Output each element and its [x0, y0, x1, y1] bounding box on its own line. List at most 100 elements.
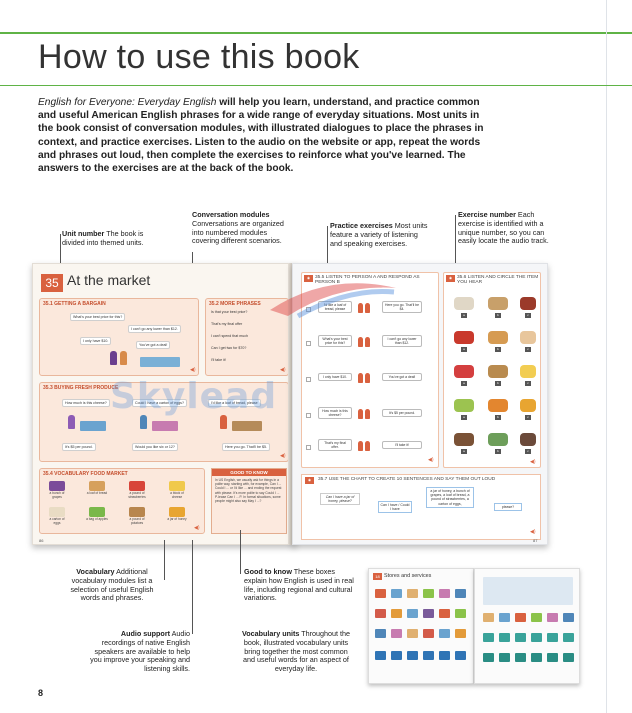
exercise-heading: 35.6 LISTEN AND CIRCLE THE ITEM YOU HEAR — [457, 275, 539, 286]
honey-icon — [169, 507, 185, 517]
person-figure — [365, 441, 370, 451]
person-figure — [365, 337, 370, 347]
potatoes-icon — [488, 365, 508, 378]
intro-book-title: English for Everyone: Everyday English — [38, 97, 217, 108]
prompt-bubble: How much is this cheese? — [318, 407, 352, 419]
person-figure — [358, 373, 363, 383]
speaker-icon: ◀) — [190, 367, 196, 373]
page-number-right: 87 — [533, 538, 538, 543]
watermark-swoosh-icon — [270, 283, 396, 318]
module-heading: 35.2 MORE PHRASES — [209, 301, 261, 307]
person-figure — [365, 303, 370, 313]
market-stall — [232, 421, 262, 431]
module-heading: 35.1 GETTING A BARGAIN — [43, 301, 106, 307]
phrase-line: I'll take it! — [211, 358, 226, 362]
speaker-icon: ◀) — [280, 367, 286, 373]
unit-number-badge: 35 — [41, 274, 63, 292]
callout-conversation-modules: Conversation modules Conversations are o… — [192, 210, 284, 246]
response-bubble: You've got a deal! — [382, 373, 422, 381]
phrase-line: That's my final offer — [211, 322, 243, 326]
response-bubble: I can't go any lower than $12. — [382, 335, 422, 347]
vocab-item: a jar of honey — [166, 507, 188, 522]
cake-slice-icon — [520, 331, 536, 344]
chart-end-phrase: please? — [494, 503, 522, 512]
mini-unit-badge: 18 — [373, 573, 382, 580]
store-icon — [531, 613, 542, 622]
loaf-icon — [488, 331, 508, 344]
option-tag: b — [495, 347, 501, 352]
person-figure — [110, 351, 117, 365]
module-vocabulary-food-market: 35.4 VOCABULARY FOOD MARKET a bunch of g… — [39, 468, 205, 534]
store-icon — [391, 629, 402, 638]
leader-audio — [192, 540, 193, 634]
eggs-icon — [49, 507, 65, 517]
service-icon — [439, 651, 450, 660]
option-tag: b — [495, 313, 501, 318]
leader-vocabulary — [164, 540, 165, 580]
option-tag: a — [461, 347, 467, 352]
option-tag: c — [525, 415, 531, 420]
person-figure — [365, 373, 370, 383]
speech-bubble: I can't go any lower than $12. — [128, 325, 181, 334]
callout-practice-exercises: Practice exercises Most units feature a … — [330, 221, 428, 248]
speech-bubble: Could I have a carton of eggs? — [132, 399, 187, 408]
speech-bubble: Would you like six or 12? — [132, 443, 178, 452]
store-icon — [455, 609, 466, 618]
store-icon — [455, 589, 466, 598]
answer-checkbox — [306, 341, 311, 346]
speech-bubble: Here you go. That'll be $5. — [222, 443, 270, 452]
grapes-icon — [49, 481, 65, 491]
callout-vocabulary-units: Vocabulary units Throughout the book, il… — [241, 629, 350, 674]
vocab-item: a carton of eggs — [46, 507, 68, 526]
phrase-line: I can't spend that much — [211, 334, 249, 338]
speech-bubble: What's your best price for this? — [70, 313, 126, 322]
option-tag: c — [525, 313, 531, 318]
exercise-sentence-chart: ◉ 35.7 USE THE CHART TO CREATE 10 SENTEN… — [301, 474, 541, 540]
service-icon — [455, 651, 466, 660]
page-number: 8 — [38, 688, 44, 698]
market-stall — [152, 421, 178, 431]
option-tag: c — [525, 449, 531, 454]
callout-audio-support: Audio support Audio recordings of native… — [90, 629, 190, 674]
card-icon — [520, 433, 536, 446]
mini-right-page — [474, 568, 580, 684]
module-heading: 35.4 VOCABULARY FOOD MARKET — [43, 471, 128, 477]
cheese-icon — [169, 481, 185, 491]
store-icon — [407, 589, 418, 598]
person-figure — [358, 303, 363, 313]
callout-good-to-know: Good to know These boxes explain how Eng… — [244, 567, 354, 603]
leader-exercise-number — [455, 215, 456, 275]
exercise-number-icon: ◉ — [305, 477, 314, 484]
leader-good-to-know — [240, 530, 241, 574]
speaker-icon: ◀) — [280, 453, 286, 459]
exercise-listen-respond: ◉ 35.5 LISTEN TO PERSON A AND RESPOND AS… — [301, 272, 439, 468]
product-icon — [531, 633, 542, 642]
leader-practice — [327, 226, 328, 280]
prompt-bubble: What's your best price for this? — [318, 335, 352, 347]
bread-icon — [89, 481, 105, 491]
chart-options: a jar of honey, a bunch of grapes, a loa… — [426, 487, 474, 508]
store-icon — [455, 629, 466, 638]
prompt-bubble: I'd like a loaf of bread, please — [318, 301, 352, 313]
product-icon — [483, 653, 494, 662]
phrase-line: Is that your best price? — [211, 310, 248, 314]
example-sentence: Can I have a jar of honey, please? — [320, 493, 360, 506]
cheese-icon — [520, 365, 536, 378]
store-icon — [547, 613, 558, 622]
vocab-item: a bunch of grapes — [46, 481, 68, 500]
building-icon — [483, 577, 573, 605]
chart-start-phrase: Can I have / Could I have — [378, 501, 412, 514]
person-figure — [358, 337, 363, 347]
speaker-icon: ◀) — [194, 525, 200, 531]
store-icon — [391, 609, 402, 618]
store-icon — [407, 609, 418, 618]
phrase-line: Can I get two for $70? — [211, 346, 247, 350]
right-page: ◉ 35.5 LISTEN TO PERSON A AND RESPOND AS… — [292, 263, 548, 545]
person-figure — [365, 409, 370, 419]
service-icon — [375, 651, 386, 660]
vocab-item: a pound of strawberries — [126, 481, 148, 500]
exercise-listen-circle: ◉ 35.6 LISTEN AND CIRCLE THE ITEM YOU HE… — [443, 272, 541, 468]
module-heading: 35.3 BUYING FRESH PRODUCE — [43, 385, 119, 391]
product-icon — [531, 653, 542, 662]
product-icon — [563, 633, 574, 642]
